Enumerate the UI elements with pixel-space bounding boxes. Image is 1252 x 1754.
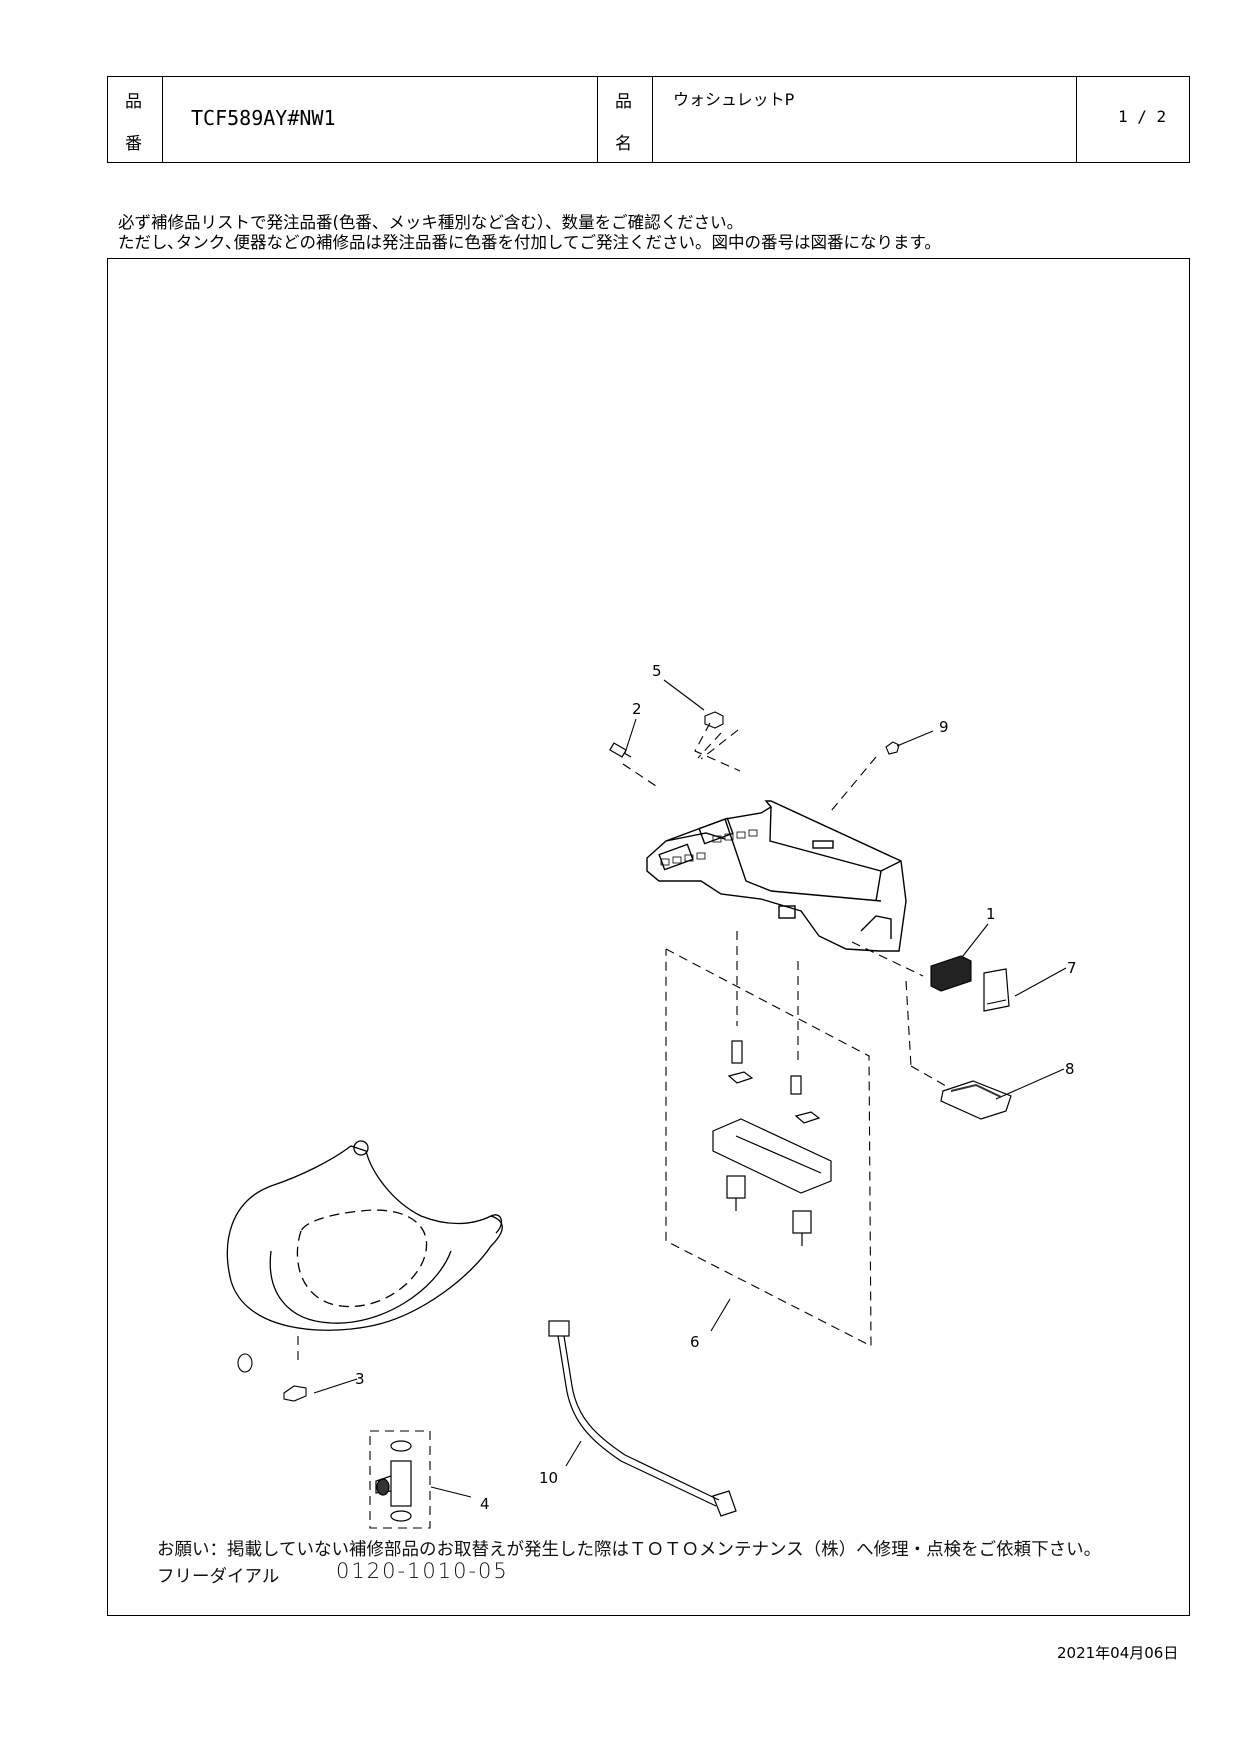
part-number-value: TCF589AY#NW1 bbox=[191, 106, 336, 130]
diagram-frame: 5 2 9 1 7 8 6 3 4 10 お願い：掲載していない補修部品のお取替… bbox=[107, 258, 1190, 1616]
callout-6: 6 bbox=[690, 1333, 700, 1351]
product-name-label: 品 bbox=[615, 92, 632, 112]
issue-date: 2021年04月06日 bbox=[1057, 1644, 1179, 1662]
part-number-label-2: 番 bbox=[125, 134, 142, 154]
free-dial-label: フリーダイアル bbox=[157, 1567, 280, 1587]
repair-request-note: お願い：掲載していない補修部品のお取替えが発生した際はＴＯＴＯメンテナンス（株）… bbox=[157, 1540, 1102, 1560]
callout-7: 7 bbox=[1067, 959, 1077, 977]
callout-10: 10 bbox=[539, 1469, 558, 1487]
free-dial-number: 0120-1010-05 bbox=[336, 1559, 509, 1583]
callout-9: 9 bbox=[939, 718, 949, 736]
callout-8: 8 bbox=[1065, 1060, 1075, 1078]
header-table: 品 番 TCF589AY#NW1 品 名 ウォシュレットP 1 / 2 bbox=[107, 76, 1190, 163]
callout-5: 5 bbox=[652, 662, 662, 680]
notice-line-1: 必ず補修品リストで発注品番(色番、メッキ種別など含む）、数量をご確認ください。 bbox=[118, 213, 744, 232]
callout-3: 3 bbox=[355, 1370, 365, 1388]
callout-2: 2 bbox=[632, 700, 642, 718]
product-name-label-2: 名 bbox=[615, 134, 632, 154]
part-number-label: 品 bbox=[125, 92, 142, 112]
notice-line-2: ただし､タンク､便器などの補修品は発注品番に色番を付加してご発注ください。図中の… bbox=[118, 233, 941, 252]
callout-1: 1 bbox=[986, 905, 996, 923]
product-name-value: ウォシュレットP bbox=[673, 90, 795, 109]
callout-4: 4 bbox=[480, 1495, 490, 1513]
exploded-parts-diagram: 5 2 9 1 7 8 6 3 4 10 bbox=[226, 662, 1077, 1529]
page-indicator: 1 / 2 bbox=[1118, 107, 1167, 126]
